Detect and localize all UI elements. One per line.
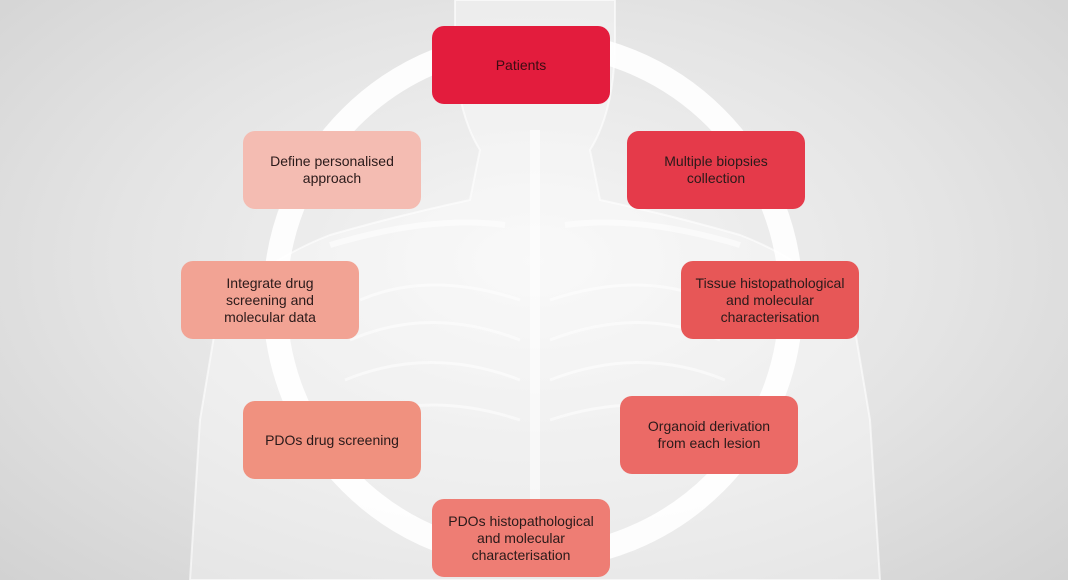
step-define-personalised-approach: Define personalised approach (243, 131, 421, 209)
step-pdos-characterisation: PDOs histopathological and molecular cha… (432, 499, 610, 577)
step-integrate-data: Integrate drug screening and molecular d… (181, 261, 359, 339)
step-pdos-histo-label: PDOs histopathological and molecular cha… (448, 512, 594, 563)
step-multiple-biopsies-collection: Multiple biopsies collection (627, 131, 805, 209)
step-define-label: Define personalised approach (270, 153, 394, 186)
step-organoid-derivation: Organoid derivation from each lesion (620, 396, 798, 474)
clavicle-lines (329, 219, 741, 248)
step-tissue-label: Tissue histopathological and molecular c… (695, 274, 845, 325)
step-pdos-drug-screening: PDOs drug screening (243, 401, 421, 479)
step-integrate-label: Integrate drug screening and molecular d… (224, 274, 316, 325)
step-patients: Patients (432, 26, 610, 104)
step-organoid-label: Organoid derivation from each lesion (647, 418, 771, 451)
step-screening-label: PDOs drug screening (265, 431, 399, 448)
step-patients-label: Patients (495, 56, 547, 73)
step-biopsies-label: Multiple biopsies collection (664, 153, 768, 186)
step-tissue-characterisation: Tissue histopathological and molecular c… (681, 261, 859, 339)
